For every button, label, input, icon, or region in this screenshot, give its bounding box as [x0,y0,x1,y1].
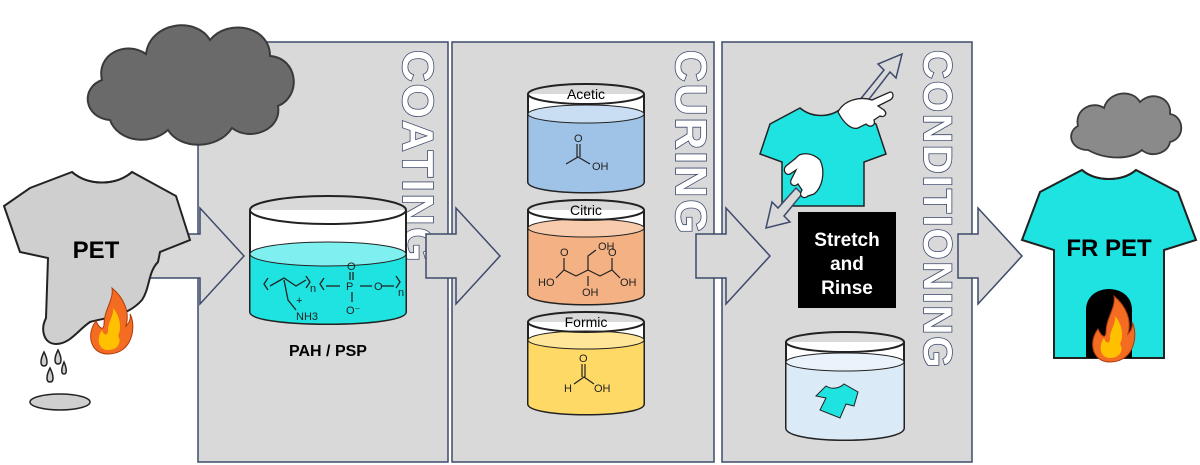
coating-beaker [249,195,407,325]
stretch-arrow-down [764,186,804,230]
hand-icon-upper [837,91,894,130]
pah-psp-label: PAH / PSP [289,343,367,360]
psp-o-bridge: O [374,281,383,293]
flame-icon-left [90,287,134,355]
formic-oh: OH [594,383,611,395]
soaking-shirt [814,383,859,419]
pah-n-subscript: n [310,283,316,295]
melt-puddle [29,393,91,411]
psp-p: P [346,281,353,293]
smoke-cloud-small [1070,92,1183,159]
arrow-coating-to-curing [425,206,502,306]
pah-nh3: NH3 [296,311,318,323]
psp-o-minus: O⁻ [346,305,361,317]
psp-structure [319,272,401,302]
flame-icon-right [1092,295,1136,363]
citric-oh-mid: OH [582,287,599,299]
pet-label: PET [73,237,120,264]
acetic-o: O [574,133,583,145]
formic-h: H [564,383,572,395]
formic-label: Formic [565,314,608,330]
citric-o-2: O [608,247,617,259]
stage-title-conditioning: CONDITIONING [915,50,959,370]
psp-n-subscript: n [398,287,404,299]
psp-o-top: O [347,261,356,273]
citric-oh-top: OH [598,241,615,253]
stretch-label: Stretch [814,230,879,251]
citric-oh-right: OH [620,277,637,289]
fr-pet-label: FR PET [1066,235,1152,262]
acetic-oh: OH [592,161,609,173]
smoke-cloud-large [86,24,295,146]
formic-beaker [527,311,645,416]
pah-plus: + [296,295,302,307]
stage-title-curing: CURING [666,50,715,236]
and-label: and [830,254,864,275]
stretch-rinse-box [798,212,896,308]
rinse-label: Rinse [821,278,873,299]
citric-acid-structure [555,249,621,286]
acetic-beaker [527,83,645,194]
formic-acid-structure [573,364,595,385]
citric-beaker [527,199,645,306]
citric-label: Citric [570,202,602,218]
citric-o-1: O [560,247,569,259]
pah-structure [263,275,311,311]
citric-ho-left: HO [538,277,555,289]
hand-icon-lower [783,153,824,199]
drip-drops [40,348,67,383]
acetic-label: Acetic [567,86,605,102]
arrow-conditioning-to-fr-pet [957,206,1024,306]
fr-pet-shirt [1020,168,1198,359]
formic-o: O [579,353,588,365]
acetic-acid-structure [565,144,591,165]
arrow-curing-to-conditioning [695,206,772,306]
